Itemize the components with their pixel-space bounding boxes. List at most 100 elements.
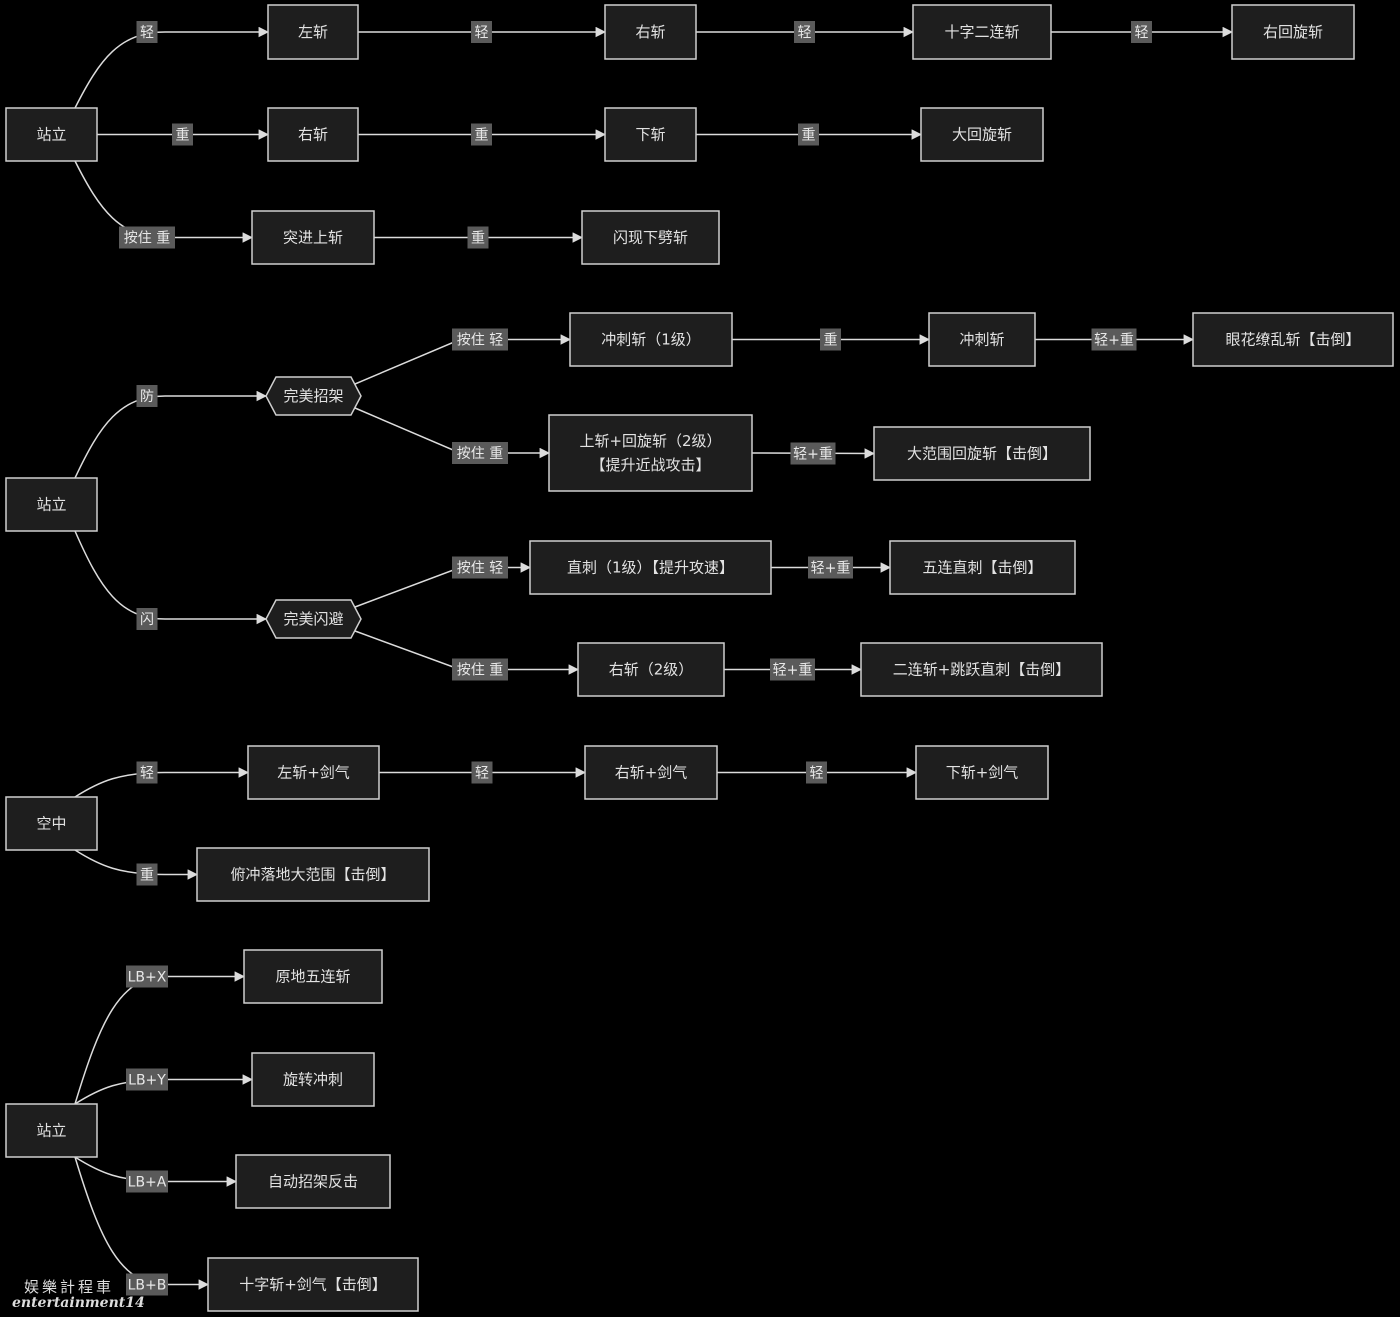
edge-label-text: 按住 轻 [457,561,503,577]
node-a1: 左斩+剑气 [247,745,380,800]
node-label: 站立 [36,126,66,144]
edge-label: LB+A [126,1170,168,1193]
node-label: 完美招架 [283,387,343,405]
node-label: 右回旋斩 [1263,23,1323,41]
node-a3: 下斩+剑气 [915,745,1049,800]
node-label: 自动招架反击 [268,1173,358,1191]
edge-label: 重 [136,863,158,886]
node-b1: 原地五连斩 [243,949,383,1004]
node-label: 右斩+剑气 [615,764,688,782]
node-label: 大回旋斩 [952,126,1012,144]
node-n2: 右斩 [604,4,697,60]
node-label: 十字二连斩 [944,23,1019,41]
edge-label-bg [136,21,158,43]
node-shape [915,745,1049,800]
node-shape [1231,4,1355,60]
edge-label-text: 轻 [810,766,824,782]
edge-label: 轻+重 [790,442,836,465]
edge-label-text: 轻 [475,25,489,41]
edge-s3-a4 [74,849,199,880]
edge-label: 轻 [471,21,492,43]
node-shape [207,1257,419,1312]
node-label: 直刺（1级）【提升攻速】 [567,559,734,577]
edge-label-bg [798,123,819,146]
edge-label: 按住 重 [119,226,175,249]
edge-label-text: 轻 [140,25,154,41]
node-shape [584,745,718,800]
edge-label-bg [136,385,158,407]
edge-label: LB+B [126,1273,168,1296]
edge-label-bg [806,761,827,784]
watermark-title: 娱樂計程車 [24,1278,115,1296]
node-m1: 冲刺斩（1级） [569,312,733,367]
edge-label-text: 轻+重 [793,447,833,463]
node-m8: 右斩（2级） [577,642,725,697]
node-n7: 大回旋斩 [920,107,1044,162]
node-m6: 直刺（1级）【提升攻速】 [529,540,772,595]
edge-label-bg [126,1170,168,1193]
edge-label-text: 轻 [140,766,154,782]
node-m9: 二连斩+跳跃直刺【击倒】 [860,642,1103,697]
edge-label-text: 重 [471,231,485,247]
node-label: 站立 [36,496,66,514]
node-label: 下斩 [635,126,665,144]
node-label: 突进上斩 [283,229,343,247]
edge-label: 轻+重 [1091,328,1137,351]
node-shape [860,642,1103,697]
node-b3: 自动招架反击 [235,1154,391,1209]
node-shape [5,477,98,532]
edge-label-bg [136,608,158,630]
node-n9: 闪现下劈斩 [581,210,720,265]
node-label: 左斩 [298,23,328,41]
edge-label-bg [119,226,175,249]
edge-label-bg [770,658,815,681]
edge-label-text: 防 [140,389,154,405]
node-shape [5,1103,98,1158]
node-s3: 空中 [5,796,98,851]
node-a2: 右斩+剑气 [584,745,718,800]
node-label: 完美闪避 [283,610,343,628]
node-m3: 眼花缭乱斩【击倒】 [1192,312,1394,367]
node-shape [251,210,375,265]
edge-label-text: 按住 轻 [457,333,503,349]
node-label: 左斩+剑气 [277,764,350,782]
watermark: 娱樂計程車 entertainment14 [12,1276,145,1311]
edge-label: 按住 轻 [452,328,508,351]
edge-label-text: 按住 重 [457,446,503,462]
edge-label-bg [1131,21,1152,43]
node-shape [529,540,772,595]
edge-label: 防 [136,385,158,407]
edge-label-bg [790,442,836,465]
node-label: 冲刺斩 [959,331,1004,349]
node-shape [243,949,383,1004]
node-shape [267,107,359,162]
edge-label-bg [126,1068,168,1091]
edge-label-bg [1091,328,1137,351]
edge-label-bg [136,863,158,886]
node-shape [548,414,753,492]
node-b2: 旋转冲刺 [251,1052,375,1107]
edge-label: 重 [172,123,193,146]
node-m7: 五连直刺【击倒】 [889,540,1076,595]
node-s2: 站立 [5,477,98,532]
node-shape [247,745,380,800]
node-n6: 下斩 [604,107,697,162]
node-s1: 站立 [5,107,98,162]
edge-s1-n8 [74,160,254,243]
watermark-subtitle: entertainment14 [12,1295,145,1311]
node-n4: 右回旋斩 [1231,4,1355,60]
node-a4: 俯冲落地大范围【击倒】 [196,847,430,902]
edge-label: 按住 重 [452,658,508,681]
node-shape [267,4,359,60]
edge-label-bg [794,21,815,43]
node-label: 俯冲落地大范围【击倒】 [230,866,395,884]
edge-s3-a1 [74,767,250,798]
edge-label: 重 [467,226,489,249]
edge-label: 重 [798,123,819,146]
edge-s1-n1 [74,26,270,109]
edge-label: 按住 重 [452,442,508,464]
node-n3: 十字二连斩 [912,4,1052,60]
node-shape [265,599,362,639]
edge-label: 轻 [806,761,827,784]
edge-label-text: LB+X [128,970,167,986]
